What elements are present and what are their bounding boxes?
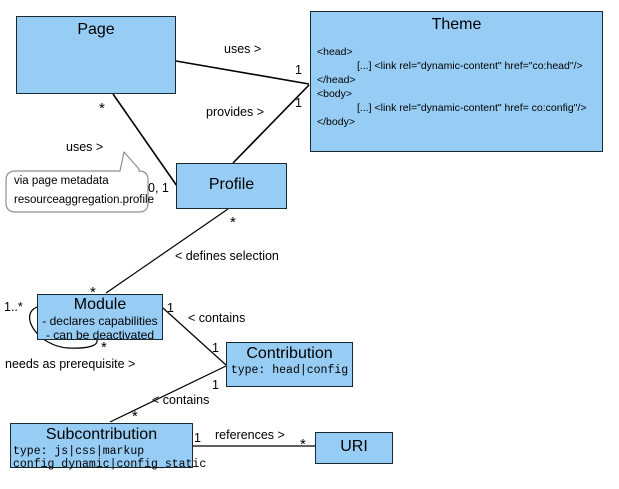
theme-code-line-1: <head>: [317, 46, 353, 58]
class-attr-module-1: - declares capabilities: [42, 314, 158, 328]
mult-uri-references-target: *: [300, 436, 306, 453]
label-module-contains-contribution: < contains: [188, 311, 246, 325]
mult-profile-defines-target: *: [90, 284, 96, 301]
class-name-page: Page: [77, 21, 115, 38]
mult-theme-provides: 1: [295, 96, 302, 110]
mult-contribution-contains-top: 1: [212, 341, 219, 355]
mult-module-prerequisite-source: 1..*: [4, 300, 23, 314]
mult-subcontribution-references-source: 1: [194, 431, 201, 445]
label-profile-defines-module: < defines selection: [175, 249, 279, 263]
line-subcontribution-contains: [109, 365, 227, 423]
class-attr-subcontribution-1: type: js|css|markup: [13, 445, 145, 458]
class-box-theme[interactable]: Theme <head> [...] <link rel="dynamic-co…: [310, 11, 603, 152]
mult-theme-uses: 1: [295, 63, 302, 77]
class-box-contribution[interactable]: Contribution type: head|config: [226, 342, 353, 387]
line-module-self-prerequisite: [29, 306, 98, 349]
theme-code-line-3: </head>: [317, 74, 356, 86]
mult-module-contains-source: 1: [167, 301, 174, 315]
mult-page-uses-profile-target: 0, 1: [148, 181, 169, 195]
class-box-module[interactable]: Module - declares capabilities - can be …: [37, 294, 163, 342]
mult-contribution-contains-bottom: 1: [212, 378, 219, 392]
class-box-subcontribution[interactable]: Subcontribution type: js|css|markup conf…: [10, 423, 207, 471]
theme-code-line-5: [...] <link rel="dynamic-content" href= …: [357, 102, 587, 114]
label-module-prerequisite: needs as prerequisite >: [5, 357, 136, 371]
mult-profile-defines-source: *: [230, 214, 236, 231]
class-name-contribution: Contribution: [246, 345, 333, 362]
line-profile-provides-theme: [232, 84, 310, 164]
class-name-uri: URI: [340, 438, 368, 455]
class-name-theme: Theme: [431, 16, 482, 33]
line-module-contains-contribution: [162, 307, 227, 366]
class-attr-module-2: - can be deactivated: [45, 328, 155, 342]
line-page-uses-theme: [175, 60, 310, 85]
label-subcontribution-references-uri: references >: [215, 428, 285, 442]
mult-page-uses-profile-source: *: [99, 100, 105, 117]
line-profile-defines-module: [105, 208, 229, 294]
theme-code-line-2: [...] <link rel="dynamic-content" href="…: [357, 60, 583, 72]
mult-subcontribution-contains-source: *: [132, 408, 138, 425]
class-attr-subcontribution-2: config_dynamic|config_static: [13, 458, 207, 471]
class-box-profile[interactable]: Profile: [176, 163, 287, 209]
label-page-uses-profile: uses >: [66, 140, 104, 154]
class-name-subcontribution: Subcontribution: [45, 426, 158, 443]
line-page-uses-profile: [112, 93, 178, 187]
callout-line-1: via page metadata: [14, 175, 109, 187]
label-profile-provides-theme: provides >: [206, 105, 265, 119]
class-name-module: Module: [73, 296, 127, 313]
class-attr-contribution-1: type: head|config: [230, 364, 349, 377]
class-box-uri[interactable]: URI: [315, 432, 393, 464]
callout-bubble-shape: [5, 151, 149, 213]
class-name-profile: Profile: [208, 176, 255, 193]
label-page-uses-theme: uses >: [224, 42, 262, 56]
callout-line-2: resourceaggregation.profile: [14, 194, 155, 206]
theme-code-line-6: </body>: [317, 116, 355, 128]
mult-module-prerequisite-target: *: [101, 339, 107, 356]
class-box-page[interactable]: Page: [16, 16, 176, 94]
theme-code-line-4: <body>: [317, 88, 353, 100]
label-subcontribution-contains: < contains: [152, 393, 210, 407]
